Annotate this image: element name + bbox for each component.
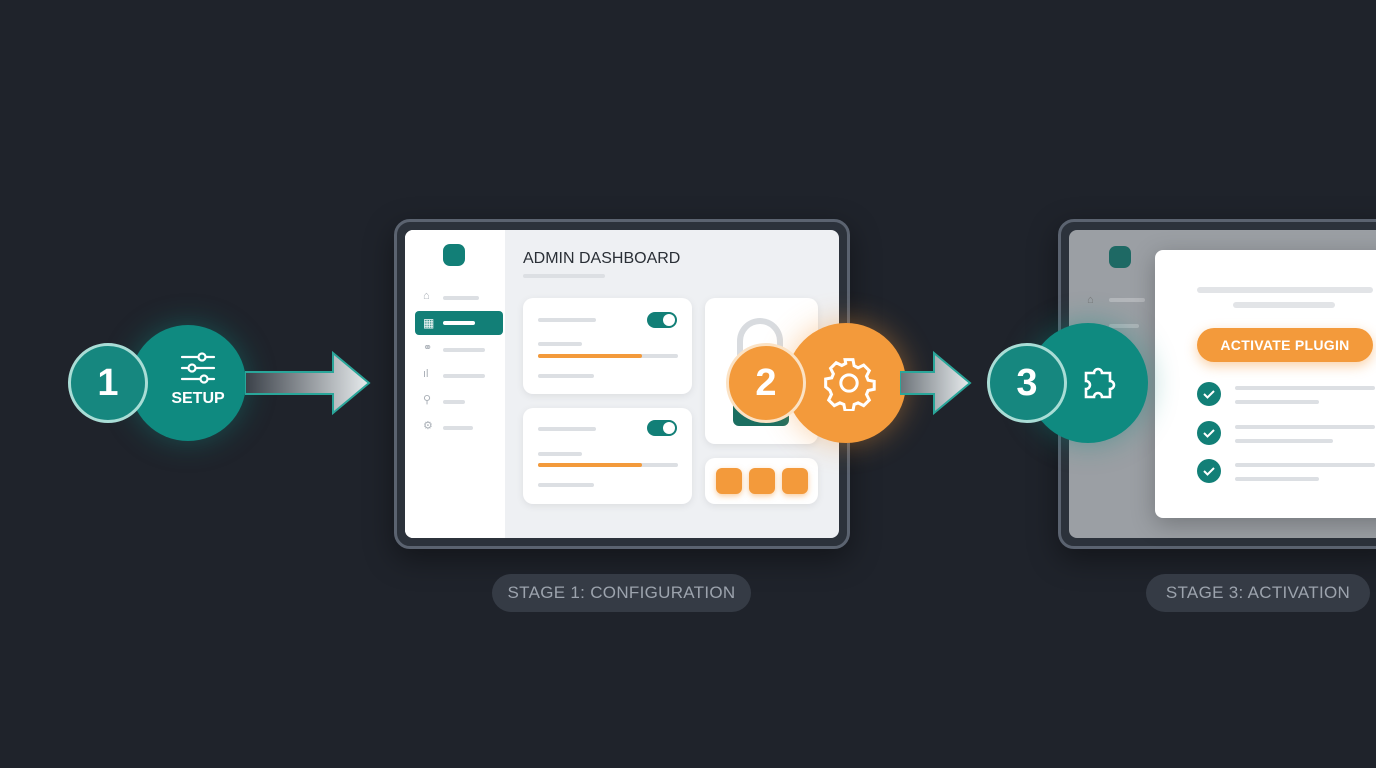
filter-button[interactable] [749,468,775,494]
grid-icon: ▦ [423,316,435,330]
step-1-icon-circle: SETUP [130,325,246,441]
users-button[interactable] [716,468,742,494]
step-2-icon-circle [786,323,906,443]
stage-3-window: ⌂ ACTIVATE PLUGIN [1058,219,1376,549]
sidebar-item-analytics[interactable]: ıl [405,368,505,384]
step-1-number: 1 [97,361,119,404]
check-icon [1197,382,1221,406]
step-2-badge: 2 [726,343,806,423]
puzzle-icon [1084,367,1116,399]
admin-dashboard-screen: ⌂ ▦ ⚭ ıl ⚲ ⚙ ADMIN DASHBOARD [405,230,839,538]
stage-3-caption: STAGE 3: ACTIVATION [1146,574,1370,612]
settings-card [523,298,692,394]
sidebar: ⌂ ▦ ⚭ ıl ⚲ ⚙ [405,230,505,538]
page-title: ADMIN DASHBOARD [523,250,681,267]
lock-icon [737,318,783,368]
step-2-number: 2 [755,361,777,404]
check-icon [1197,421,1221,445]
sidebar-item-links[interactable]: ⚭ [405,342,505,358]
home-icon: ⌂ [1087,294,1094,306]
app-logo [1109,246,1131,268]
toggle-switch[interactable] [647,420,677,436]
sidebar-item-settings[interactable]: ⚙ [405,420,505,436]
check-icon [1197,459,1221,483]
sidebar-item-home[interactable]: ⌂ [405,290,505,306]
step-3-badge: 3 [987,343,1067,423]
progress-bar [538,463,678,467]
quick-actions-card [705,458,818,504]
arrow-right-icon [245,350,371,416]
app-logo [443,244,465,266]
globe-button[interactable] [782,468,808,494]
settings-card [523,408,692,504]
home-icon: ⌂ [423,290,430,302]
sliders-icon [180,352,216,384]
step-1-label: SETUP [171,390,225,407]
wrench-icon: ⚲ [423,394,432,406]
link-icon: ⚭ [423,342,433,354]
bar-chart-icon: ıl [423,368,429,380]
arrow-right-icon [900,350,972,416]
stage-1-window: ⌂ ▦ ⚭ ıl ⚲ ⚙ ADMIN DASHBOARD [394,219,850,549]
progress-bar [538,354,678,358]
activation-modal: ACTIVATE PLUGIN [1155,250,1376,518]
activate-plugin-button[interactable]: ACTIVATE PLUGIN [1197,328,1373,362]
stage-1-caption: STAGE 1: CONFIGURATION [492,574,751,612]
toggle-switch[interactable] [647,312,677,328]
gear-icon [824,358,876,411]
step-3-number: 3 [1016,361,1038,404]
sidebar-item-tools[interactable]: ⚲ [405,394,505,410]
sidebar-item-dashboard[interactable]: ▦ [415,311,503,335]
gear-icon: ⚙ [423,420,433,432]
step-1-badge: 1 [68,343,148,423]
